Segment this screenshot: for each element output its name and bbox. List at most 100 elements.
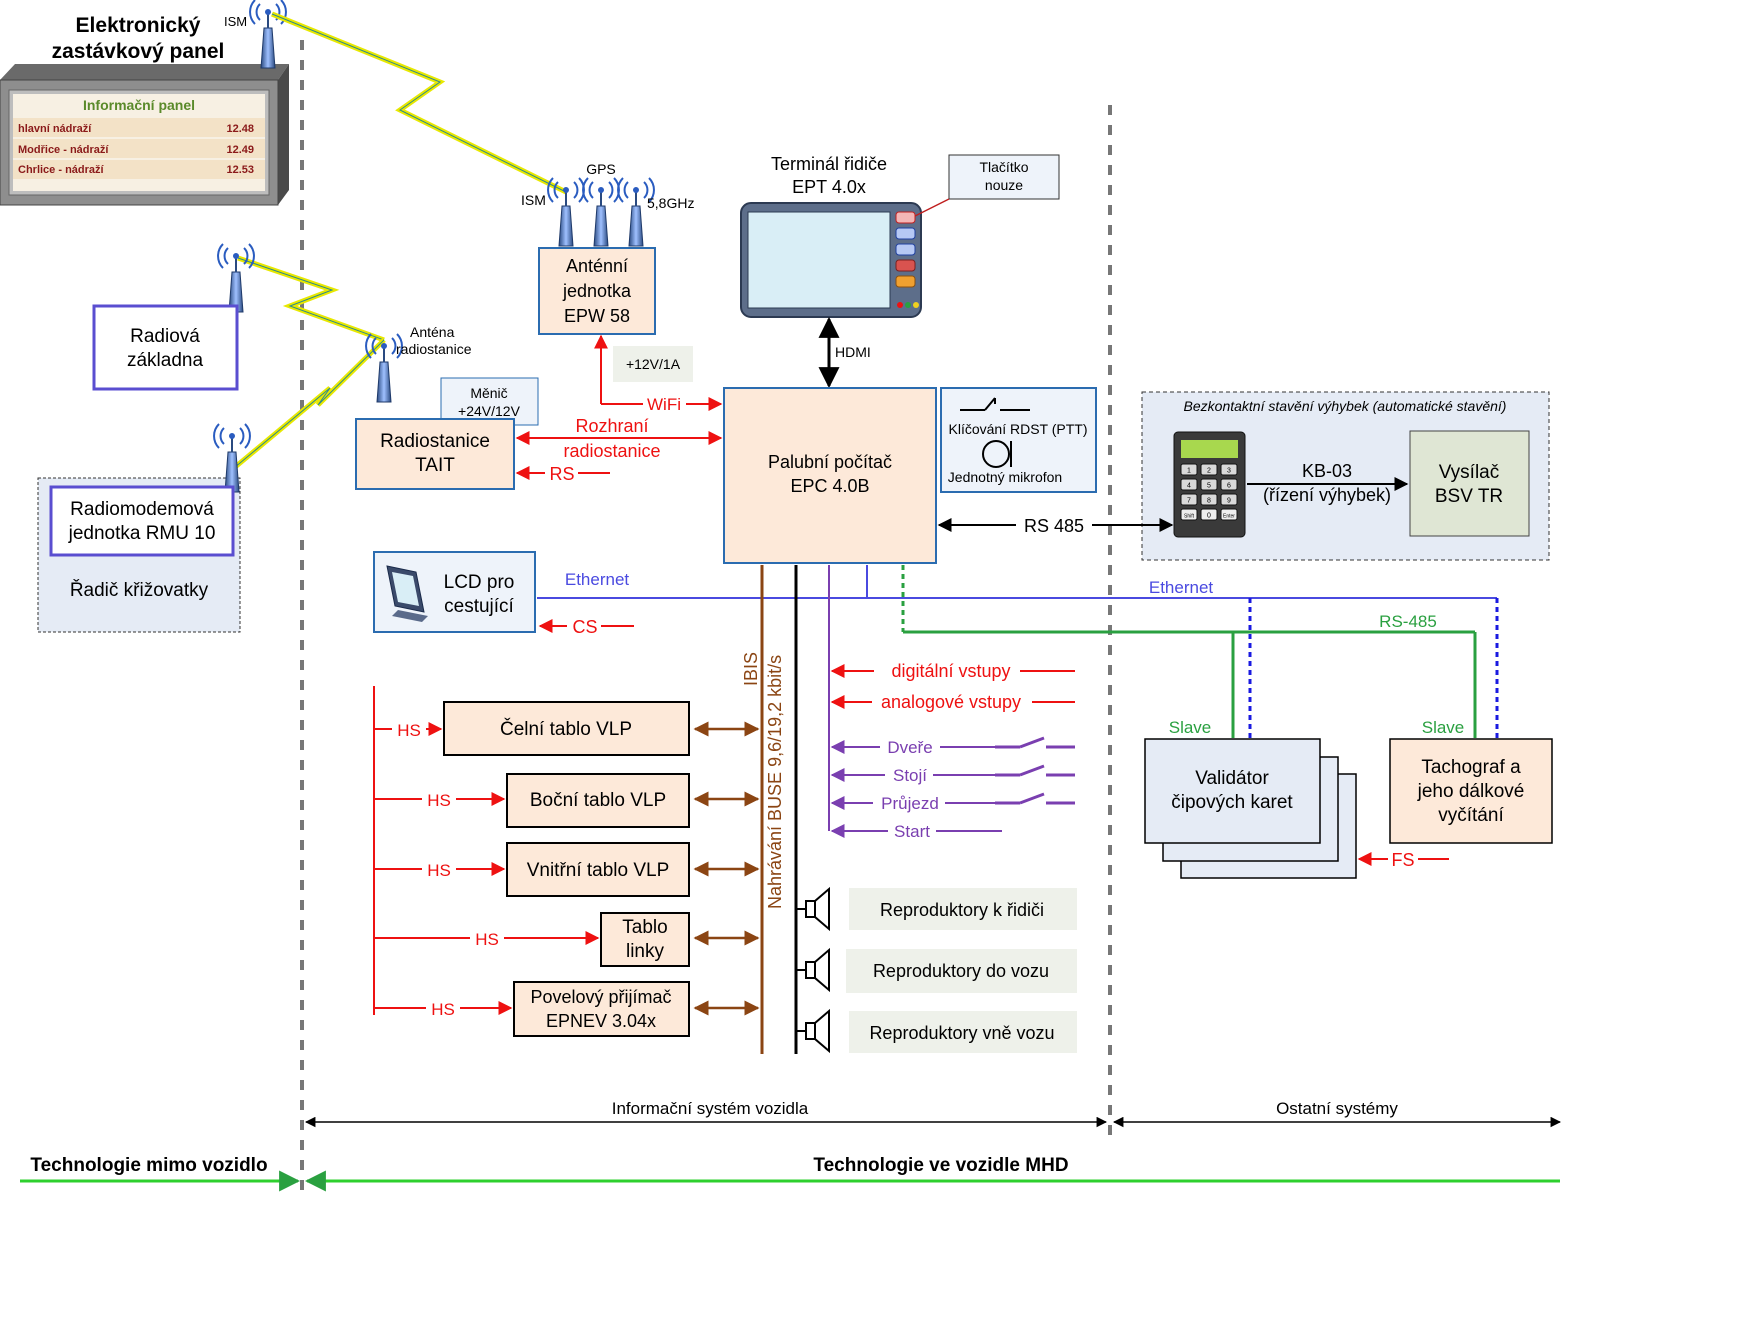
keypad-key: [1180, 463, 1198, 476]
keypad-key-label: 6: [1227, 483, 1231, 490]
radio-interface-label: radiostanice: [563, 441, 660, 461]
door-input: Dveře: [830, 736, 1075, 757]
start-input: Start: [830, 821, 1002, 841]
speaker-icon: [805, 1022, 816, 1040]
gps-label: GPS: [586, 161, 616, 177]
power-label: +12V/1A: [626, 356, 681, 372]
panel-ism-label: ISM: [224, 14, 247, 29]
speaker-outside-label: Reproduktory vně vozu: [869, 1023, 1054, 1043]
keypad-key: [1200, 463, 1218, 476]
stop-panel-title: Elektronický zastávkový panel: [52, 14, 225, 63]
keypad-key: [1200, 478, 1218, 491]
antenna-unit-gps-icon: [582, 177, 620, 247]
radio-base-label: Radiová: [130, 326, 200, 347]
emergency-button-label: Tlačítko: [979, 159, 1028, 175]
keypad-key-label: Enter: [1223, 514, 1235, 520]
rmu-label: Radiomodemová: [70, 499, 214, 520]
keypad-key: [1200, 493, 1218, 506]
lcd-label: cestující: [444, 596, 514, 617]
tachograph-box: [1389, 738, 1553, 844]
panel-row-time: 12.48: [226, 123, 254, 135]
wifi-label: WiFi: [647, 395, 681, 414]
antenna-unit-label: EPW 58: [564, 306, 630, 326]
command-receiver-box: [513, 981, 690, 1037]
front-display: HS Čelní tablo VLP: [374, 701, 760, 756]
rmu-label: jednotka RMU 10: [68, 523, 216, 544]
keypad-key: [1220, 478, 1238, 491]
kb03-label: KB-03: [1302, 461, 1352, 481]
command-receiver-label: Povelový přijímač: [530, 987, 671, 1007]
speaker-driver: Reproduktory k řidiči: [796, 886, 1077, 932]
side-display-box: [506, 773, 690, 828]
command-receiver: HS Povelový přijímač EPNEV 3.04x: [374, 981, 760, 1037]
microphone-label: Jednotný mikrofon: [948, 469, 1062, 485]
speaker-icon: [814, 886, 830, 932]
tachograph-label: Tachograf a: [1421, 757, 1521, 778]
command-receiver-label: EPNEV 3.04x: [546, 1011, 656, 1031]
converter-box: [440, 377, 539, 426]
label-bg: [874, 658, 1020, 682]
keypad-key: [1220, 493, 1238, 506]
power-label-box: [613, 346, 693, 382]
keypad-key: [1220, 463, 1238, 476]
panel-row-time: 12.53: [226, 164, 254, 176]
radio-interface-label: Rozhraní: [575, 416, 648, 436]
emergency-button-callout: [948, 154, 1060, 200]
bus-upload-label: Nahrávání BUSE 9,6/19,2 kbit/s: [765, 655, 785, 909]
hs-label: HS: [431, 1000, 455, 1019]
label-bg: [872, 689, 1032, 713]
emergency-button-label: nouze: [985, 177, 1023, 193]
validator-box: [1144, 738, 1321, 844]
hs-label: HS: [397, 721, 421, 740]
radio-base-antenna-icon: [217, 243, 255, 313]
ism-label: ISM: [521, 192, 546, 208]
ibis-label: IBIS: [741, 652, 761, 686]
fs-label: FS: [1391, 850, 1414, 870]
pass-label: Průjezd: [881, 794, 939, 813]
keypad-key-label: 5: [1207, 483, 1211, 490]
validator-slave-label: Slave: [1169, 718, 1212, 737]
ptt-label: Klíčování RDST (PTT): [949, 421, 1088, 437]
ethernet-label: Ethernet: [565, 570, 630, 589]
radio-station-box: [355, 418, 515, 490]
wireless-link-icon: [271, 11, 568, 195]
inner-display-label: Vnitřní tablo VLP: [527, 860, 670, 881]
front-display-label: Čelní tablo VLP: [500, 718, 632, 740]
ptt-switch-icon: [960, 397, 1030, 411]
radio-base-label: základna: [127, 350, 203, 371]
line-display-box: [600, 912, 690, 967]
onboard-computer-label: EPC 4.0B: [790, 476, 869, 496]
callout-line: [914, 198, 950, 217]
digital-inputs-label: digitální vstupy: [891, 661, 1010, 681]
keypad-key: [1220, 508, 1238, 521]
outside-vehicle-label: Technologie mimo vozidlo: [30, 1155, 267, 1176]
radio-station-label: TAIT: [415, 455, 455, 476]
hdmi-label: HDMI: [835, 344, 871, 360]
panel-header: Informační panel: [83, 97, 195, 113]
front-display-box: [443, 701, 690, 756]
info-system-label: Informační systém vozidla: [612, 1099, 809, 1118]
converter-label: Měnič: [470, 385, 507, 401]
keypad-key: [1180, 478, 1198, 491]
keypad-key-label: 9: [1227, 498, 1231, 505]
microphone-icon: [982, 440, 1010, 468]
keypad-key-label: 0: [1207, 513, 1211, 520]
hs-label: HS: [475, 930, 499, 949]
keypad-key-label: 3: [1227, 468, 1231, 475]
keypad-key-label: 1: [1187, 468, 1191, 475]
rmu-box: [49, 485, 235, 557]
speaker-inside: Reproduktory do vozu: [796, 947, 1077, 993]
speaker-icon: [805, 961, 816, 979]
rs-label: RS: [549, 464, 574, 484]
stop-panel-title-line2: zastávkový panel: [52, 40, 225, 63]
line-display-label: Tablo: [622, 917, 667, 938]
analog-inputs-label: analogové vstupy: [881, 692, 1021, 712]
stop-input: Stojí: [830, 764, 1075, 785]
speaker-outside: Reproduktory vně vozu: [796, 1008, 1077, 1054]
pass-input: Průjezd: [830, 792, 1075, 813]
keypad-key-label: Shift: [1184, 514, 1195, 520]
junction-controller-label: Řadič křižovatky: [70, 579, 209, 601]
antenna-unit-58ghz-icon: [617, 177, 655, 247]
panel-row-time: 12.49: [226, 144, 254, 156]
